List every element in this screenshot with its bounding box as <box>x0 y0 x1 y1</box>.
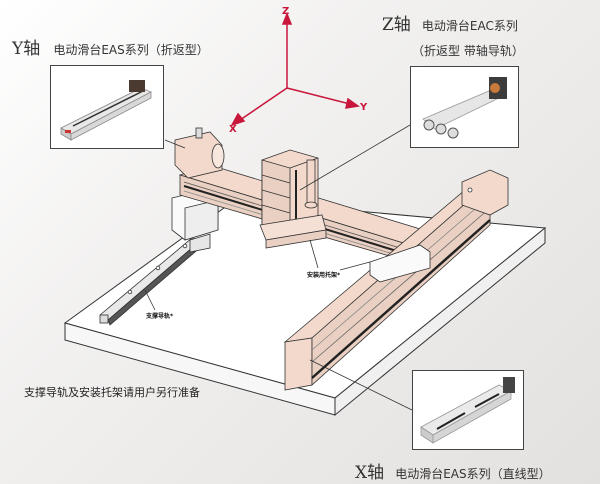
y-axis-caption: Y轴 电动滑台EAS系列（折返型） <box>12 34 209 59</box>
support-rail <box>99 237 203 326</box>
z-axis-title: 电动滑台EAC系列 <box>421 19 518 33</box>
coord-y-label: Y <box>359 102 368 113</box>
coord-x-label: X <box>229 124 237 135</box>
x-axis-name: X轴 <box>355 463 385 483</box>
mounting-bracket-note: 安装用托架* <box>307 272 341 279</box>
y-axis-name: Y轴 <box>12 39 41 59</box>
y-axis-title: 电动滑台EAS系列（折返型） <box>53 43 209 57</box>
x-axis-slider <box>283 169 509 391</box>
coord-z-label: Z <box>282 6 289 17</box>
coordinate-axes <box>230 11 360 127</box>
leader-lines <box>144 124 413 411</box>
z-axis-product-image <box>410 66 519 148</box>
y-axis-product-image <box>50 65 164 149</box>
z-axis-subtitle: （折返型 带轴导轨） <box>412 44 524 58</box>
support-rail-note: 支撑导轨* <box>146 313 174 320</box>
z-axis-slider <box>259 149 327 249</box>
x-axis-caption: X轴 电动滑台EAS系列（直线型） <box>355 458 551 483</box>
x-axis-title: 电动滑台EAS系列（直线型） <box>395 467 551 481</box>
z-axis-name: Z轴 <box>382 15 411 35</box>
footnote: 支撑导轨及安装托架请用户另行准备 <box>24 386 200 399</box>
x-axis-product-image <box>412 370 524 450</box>
z-axis-caption: Z轴 电动滑台EAC系列 <box>382 10 518 35</box>
